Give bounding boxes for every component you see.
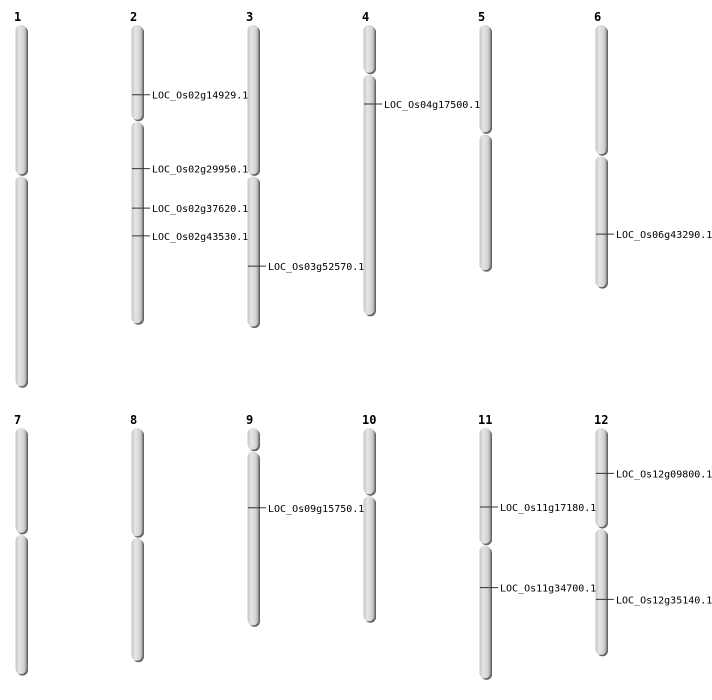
chromosome-long-arm xyxy=(247,176,259,327)
chromosome-long-arm xyxy=(595,528,607,655)
chromosome-8: 8 xyxy=(130,413,144,663)
chromosome-long-arm xyxy=(15,534,27,675)
gene-label: LOC_Os02g37620.1 xyxy=(152,204,248,215)
gene-label: LOC_Os02g43530.1 xyxy=(152,232,248,243)
chromosome-long-arm xyxy=(479,545,491,679)
chromosome-long-arm xyxy=(247,451,259,626)
gene-label: LOC_Os11g34700.1 xyxy=(500,584,596,595)
gene-label: LOC_Os02g14929.1 xyxy=(152,91,248,102)
chromosome-5: 5 xyxy=(478,10,492,272)
chromosome-short-arm xyxy=(363,428,375,495)
chromosome-long-arm xyxy=(363,74,375,315)
chromosome-label: 5 xyxy=(478,10,485,24)
chromosome-long-arm xyxy=(363,496,375,622)
chromosome-short-arm xyxy=(131,428,143,537)
chromosome-long-arm xyxy=(595,156,607,288)
chromosome-long-arm xyxy=(131,538,143,661)
chromosome-short-arm xyxy=(15,25,27,175)
chromosome-short-arm xyxy=(363,25,375,73)
chromosome-label: 3 xyxy=(246,10,253,24)
chromosome-label: 4 xyxy=(362,10,369,24)
gene-label: LOC_Os12g35140.1 xyxy=(616,595,712,606)
chromosome-label: 8 xyxy=(130,413,137,427)
gene-label: LOC_Os03g52570.1 xyxy=(268,262,364,273)
chromosome-short-arm xyxy=(247,25,259,175)
chromosome-label: 2 xyxy=(130,10,137,24)
chromosome-label: 10 xyxy=(362,413,376,427)
chromosome-10: 10 xyxy=(362,413,376,623)
chromosome-label: 12 xyxy=(594,413,608,427)
chromosome-short-arm xyxy=(595,25,607,155)
chromosome-short-arm xyxy=(479,428,491,544)
chromosome-short-arm xyxy=(595,428,607,527)
chromosome-label: 9 xyxy=(246,413,253,427)
chromosome-long-arm xyxy=(131,121,143,324)
chromosome-2: 2LOC_Os02g14929.1LOC_Os02g29950.1LOC_Os0… xyxy=(130,10,248,325)
chromosome-1: 1 xyxy=(14,10,28,388)
chromosome-7: 7 xyxy=(14,413,28,676)
chromosome-short-arm xyxy=(15,428,27,533)
chromosome-long-arm xyxy=(15,176,27,387)
gene-label: LOC_Os11g17180.1 xyxy=(500,503,596,514)
chromosome-long-arm xyxy=(479,134,491,271)
chromosome-short-arm xyxy=(131,25,143,120)
gene-label: LOC_Os04g17500.1 xyxy=(384,100,480,111)
chromosome-label: 1 xyxy=(14,10,21,24)
chromosome-short-arm xyxy=(247,428,259,450)
gene-label: LOC_Os02g29950.1 xyxy=(152,165,248,176)
chromosome-label: 11 xyxy=(478,413,492,427)
gene-label: LOC_Os12g09800.1 xyxy=(616,469,712,480)
chromosome-short-arm xyxy=(479,25,491,133)
chromosome-label: 6 xyxy=(594,10,601,24)
gene-label: LOC_Os09g15750.1 xyxy=(268,504,364,515)
chromosome-label: 7 xyxy=(14,413,21,427)
gene-label: LOC_Os06g43290.1 xyxy=(616,230,712,241)
